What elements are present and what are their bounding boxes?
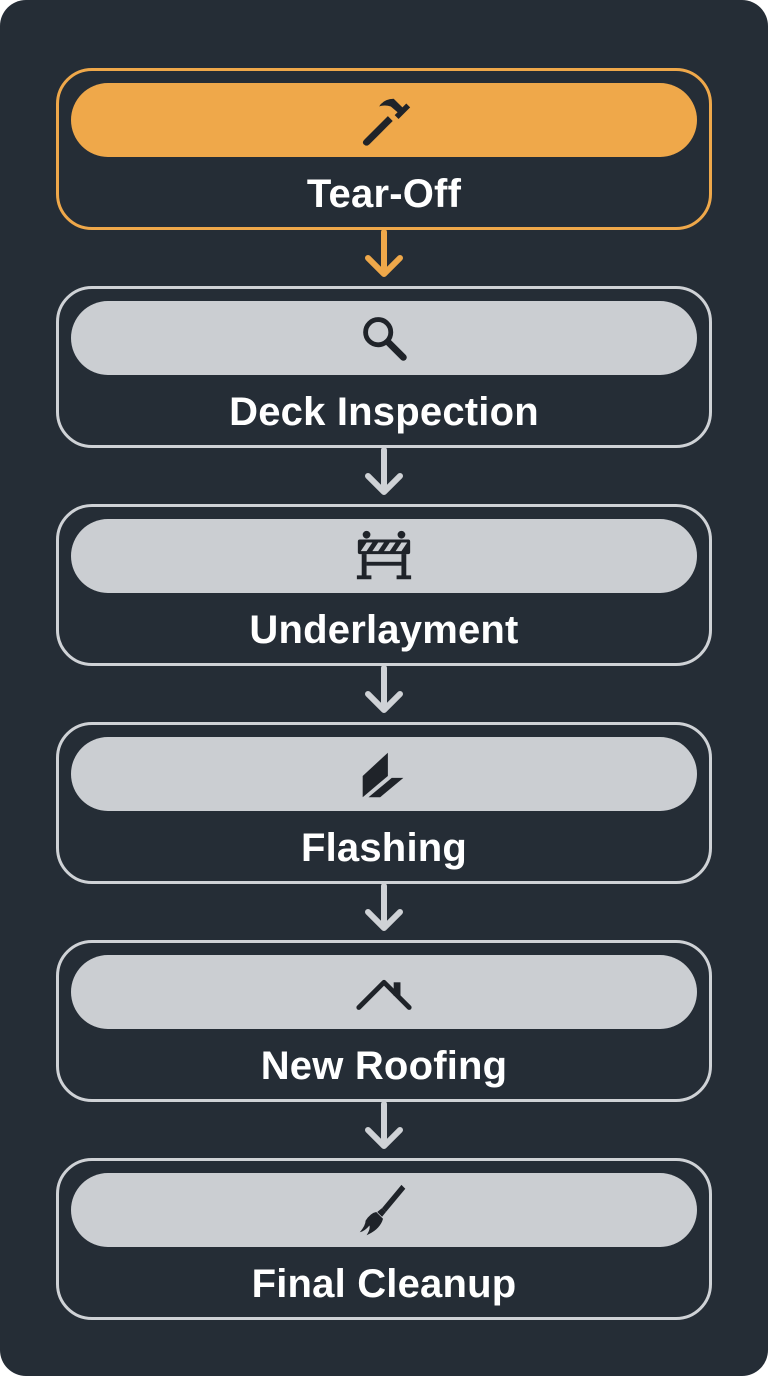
arrow-down-icon [365,448,403,495]
arrow-down-icon [365,1102,403,1149]
hammer-icon [362,98,411,146]
step-label: Final Cleanup [251,1262,517,1306]
connector-arrow [56,448,712,504]
step-list: Tear-Off Deck Inspection [56,68,712,1320]
step-icon-pill [71,1173,697,1247]
broom-icon [359,1184,406,1236]
connector-arrow [56,1102,712,1158]
step-final-cleanup[interactable]: Final Cleanup [56,1158,712,1320]
step-tear-off[interactable]: Tear-Off [56,68,712,230]
arrow-down-icon [365,666,403,713]
step-label: Underlayment [249,608,519,652]
step-flashing[interactable]: Flashing [56,722,712,884]
step-icon-pill [71,519,697,593]
step-label: Flashing [300,826,468,870]
barrier-icon [356,530,412,580]
step-label: Tear-Off [306,172,462,216]
arrow-down-icon [365,230,403,277]
step-icon-pill [71,955,697,1029]
connector-arrow [56,230,712,286]
step-deck-inspection[interactable]: Deck Inspection [56,286,712,448]
step-underlayment[interactable]: Underlayment [56,504,712,666]
angle-flashing-icon [362,752,404,798]
connector-arrow [56,884,712,940]
roof-icon [356,979,412,1010]
step-new-roofing[interactable]: New Roofing [56,940,712,1102]
step-icon-pill [71,301,697,375]
connector-arrow [56,666,712,722]
step-label: New Roofing [260,1044,508,1088]
magnifier-icon [363,317,407,361]
arrow-down-icon [365,884,403,931]
step-icon-pill [71,83,697,157]
step-icon-pill [71,737,697,811]
step-label: Deck Inspection [229,390,539,434]
